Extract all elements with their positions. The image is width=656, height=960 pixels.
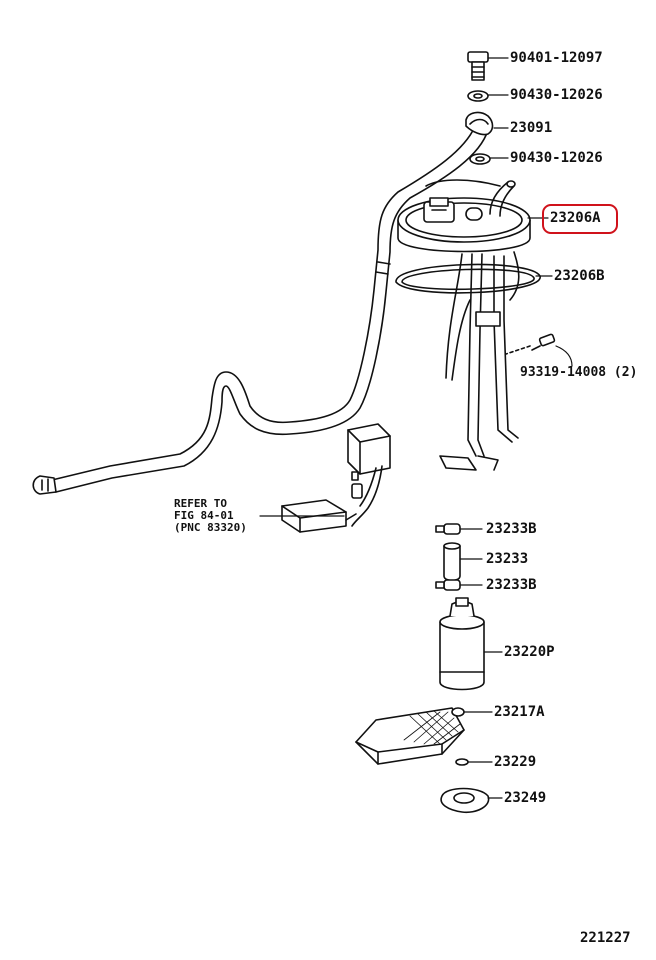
screw-drawing: [505, 333, 556, 355]
label-bracket-gasket: 23206B: [554, 268, 605, 284]
bracket-legs-drawing: [439, 251, 520, 471]
label-bolt: 90401-12097: [510, 50, 603, 66]
label-cushion-rubber: 23249: [504, 790, 547, 806]
retainer-clip-drawing: [455, 758, 469, 766]
label-fuel-pump: 23220P: [504, 644, 555, 660]
relay-drawing: [347, 423, 391, 527]
label-strainer: 23217A: [494, 704, 545, 720]
reference-note-line-2: FIG 84-01: [174, 509, 234, 522]
label-fuel-hose: 23091: [510, 120, 553, 136]
label-clamp-lower: 23233B: [486, 577, 537, 593]
pump-hose-drawing: [443, 542, 461, 582]
fuel-hose-drawing: [32, 111, 494, 495]
label-pump-bracket: 23206A: [550, 210, 601, 226]
reference-note-line-3: (PNC 83320): [174, 521, 247, 534]
cushion-rubber-drawing: [440, 787, 490, 814]
label-gasket-upper: 90430-12026: [510, 87, 603, 103]
gasket-upper-drawing: [467, 90, 489, 102]
bolt-drawing: [467, 51, 489, 81]
label-pump-hose: 23233: [486, 551, 529, 567]
fuel-pump-drawing: [439, 597, 485, 691]
gasket-lower-drawing: [469, 153, 491, 165]
label-clamp-upper: 23233B: [486, 521, 537, 537]
strainer-drawing: [355, 707, 465, 765]
label-gasket-lower: 90430-12026: [510, 150, 603, 166]
clamp-lower-drawing: [435, 579, 461, 591]
reference-note: REFER TO FIG 84-01 (PNC 83320): [174, 498, 247, 534]
reference-note-line-1: REFER TO: [174, 497, 227, 510]
pump-bracket-drawing: [397, 179, 531, 253]
label-screw: 93319-14008 (2): [520, 365, 638, 380]
label-retainer-clip: 23229: [494, 754, 537, 770]
highlight-box: [542, 204, 618, 234]
figure-number: 221227: [580, 930, 631, 946]
clamp-upper-drawing: [435, 523, 461, 535]
leader-lines: [259, 57, 573, 799]
